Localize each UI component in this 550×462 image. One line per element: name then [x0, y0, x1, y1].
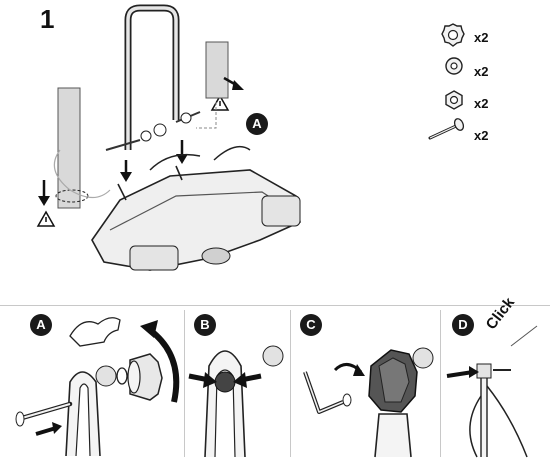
- callout-a-main: A: [246, 113, 268, 135]
- callout-c-detail: C: [300, 314, 322, 336]
- detail-d-illustration: [441, 306, 550, 458]
- washer-icon: [444, 56, 464, 76]
- nut-qty: x2: [474, 96, 489, 111]
- callout-b-detail: B: [194, 314, 216, 336]
- detail-a-illustration: [0, 306, 184, 457]
- bolt-qty: x2: [474, 128, 489, 143]
- washer-qty: x2: [474, 64, 489, 79]
- detail-c-illustration: [291, 306, 440, 458]
- knob-qty: x2: [474, 30, 489, 45]
- step-number: 1: [40, 4, 55, 34]
- panel-divider: [0, 305, 550, 306]
- callout-a-detail: A: [30, 314, 52, 336]
- nut-icon: [444, 90, 464, 110]
- caution-triangle-icon: [36, 210, 56, 227]
- knob-icon: [440, 22, 466, 48]
- detail-b-illustration: [185, 306, 290, 458]
- main-illustration: [36, 4, 301, 271]
- bolt-icon: [428, 118, 468, 142]
- detail-divider-2: [290, 310, 291, 457]
- callout-d-detail: D: [452, 314, 474, 336]
- detail-divider-3: [440, 310, 441, 457]
- detail-divider-1: [184, 310, 185, 457]
